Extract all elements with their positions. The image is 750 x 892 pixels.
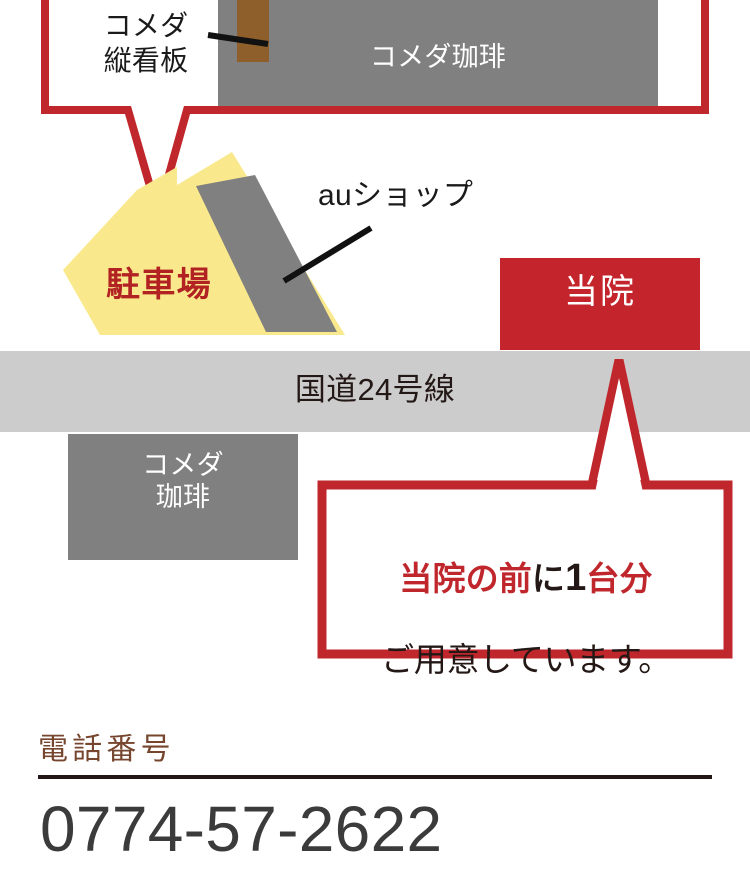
callout-parking-note-line2: ご用意しています。 (381, 641, 671, 679)
phone-number[interactable]: 0774-57-2622 (40, 793, 443, 865)
komeda-sign-leader-line (207, 32, 269, 47)
phone-divider (38, 775, 712, 779)
komeda-building-upper (218, 0, 658, 108)
komeda-building-lower (68, 434, 298, 560)
phone-heading: 電話番号 (38, 733, 175, 766)
callout-parking-note-line1-c: 台分 (586, 560, 653, 598)
callout-parking-note-line1: 当院の前に1台分 (330, 555, 722, 601)
callout-parking-note-line1-b: に (531, 560, 566, 598)
parking-lot-label: 駐車場 (105, 266, 213, 304)
clinic-building (500, 258, 700, 350)
callout-komeda-sign-label: コメダ 縦看板 (103, 10, 189, 76)
au-shop-label: auショップ (318, 179, 474, 212)
komeda-lower-label: コメダ 珈琲 (142, 450, 224, 512)
callout-parking-note-count: 1 (565, 557, 587, 600)
komeda-vertical-sign (237, 0, 269, 62)
access-map: コメダ珈琲 コメダ 珈琲 当院 駐車場 国道24号線 auショップ コメダ 縦看… (0, 0, 750, 678)
callout-parking-note-spike-mask (597, 378, 641, 480)
au-shop-building (196, 175, 337, 332)
clinic-label: 当院 (563, 273, 637, 311)
au-shop-leader-line (282, 225, 373, 284)
callout-parking-note-line1-a: 当院の前 (399, 560, 532, 598)
map-graphics (0, 0, 750, 659)
callout-parking-note: 当院の前に1台分 ご用意しています。 (330, 516, 722, 720)
phone-section: 電話番号 0774-57-2622 (0, 700, 750, 892)
route-24-label: 国道24号線 (294, 372, 456, 407)
komeda-upper-label: コメダ珈琲 (369, 42, 507, 72)
